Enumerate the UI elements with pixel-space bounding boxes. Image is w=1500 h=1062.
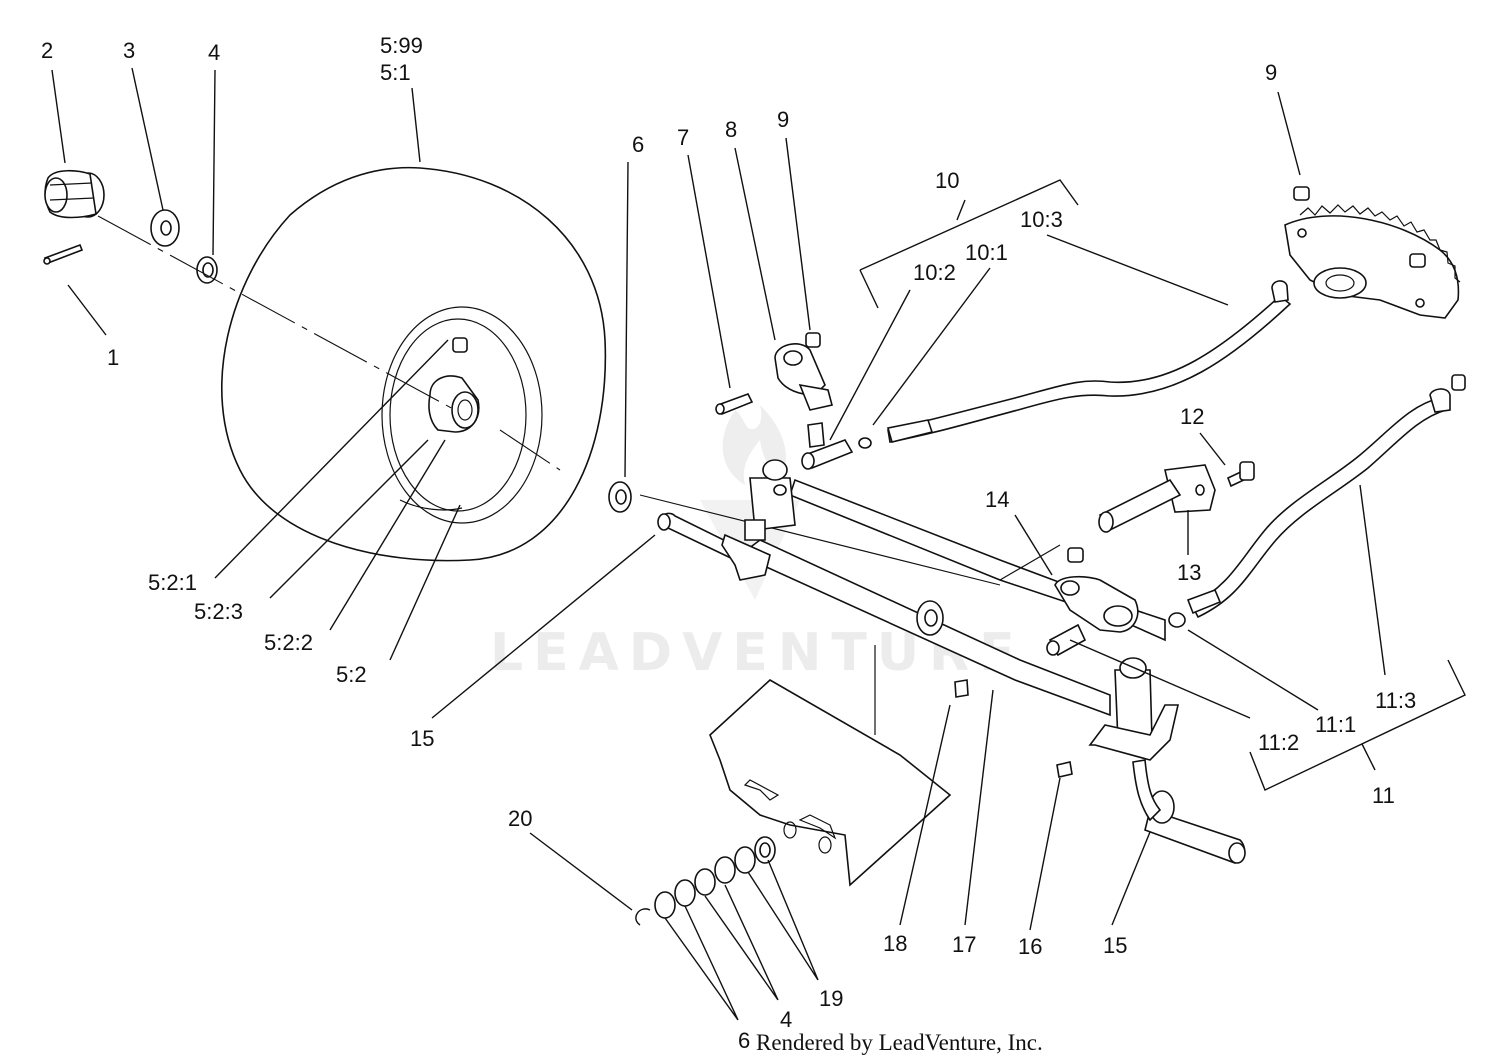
leader-lines: [51, 67, 1386, 1021]
callout-10-2: 10:2: [913, 260, 956, 285]
bolt-12: [1226, 461, 1255, 488]
washer-6: [608, 481, 632, 513]
callout-2: 2: [41, 38, 53, 63]
callout-12: 12: [1180, 404, 1204, 429]
rear-wheel-tire: [221, 166, 607, 562]
pivot-washer: [916, 600, 944, 636]
wheel-hub: [428, 337, 480, 433]
callout-5-2-2: 5:2:2: [264, 630, 313, 655]
callout-6-bottom: 6: [738, 1028, 750, 1053]
callout-9-right: 9: [1265, 60, 1277, 85]
callout-6: 6: [632, 132, 644, 157]
callout-5-99: 5:99: [380, 33, 423, 58]
callout-7: 7: [677, 125, 689, 150]
callout-10: 10: [935, 168, 959, 193]
axle-cap: [44, 169, 105, 219]
callout-15-right: 15: [1103, 933, 1127, 958]
pin-7: [715, 393, 754, 416]
callout-15-left: 15: [410, 726, 434, 751]
callout-10-3: 10:3: [1020, 207, 1063, 232]
spindle-left: [657, 459, 796, 581]
tie-rod-11: [1168, 374, 1466, 628]
credit-line: Rendered by LeadVenture, Inc.: [756, 1030, 1043, 1055]
callout-5-1: 5:1: [380, 60, 411, 85]
assembly-bracket-10: [859, 179, 1079, 309]
callout-3: 3: [123, 38, 135, 63]
axle-support-plate: [709, 679, 952, 887]
callout-17: 17: [952, 932, 976, 957]
callout-16: 16: [1018, 934, 1042, 959]
callout-5-2-3: 5:2:3: [194, 599, 243, 624]
grease-fitting-16: [1056, 761, 1073, 778]
callout-1: 1: [107, 345, 119, 370]
spindle-right: [1088, 657, 1246, 864]
callout-5-2-1: 5:2:1: [148, 570, 197, 595]
steering-sector-gear: [1284, 186, 1461, 319]
tie-rod-end-left: [801, 422, 872, 470]
callout-5-2: 5:2: [336, 662, 367, 687]
callout-14: 14: [985, 487, 1009, 512]
steering-arm-left: [774, 332, 833, 411]
callout-10-1: 10:1: [965, 240, 1008, 265]
steering-arm-right: [1046, 547, 1139, 657]
callout-11-3: 11:3: [1375, 688, 1416, 713]
callout-4: 4: [208, 40, 220, 65]
pivot-bracket: [1098, 464, 1216, 533]
washer-stack: [654, 836, 776, 919]
drag-link-10: [886, 280, 1292, 443]
cotter-pin: [43, 243, 84, 265]
assembly-bracket-11: [1249, 659, 1466, 791]
callout-19: 19: [819, 986, 843, 1011]
callout-20: 20: [508, 806, 532, 831]
washer-3: [150, 209, 180, 247]
callout-8: 8: [725, 117, 737, 142]
e-clip: [635, 908, 651, 926]
callout-11-2: 11:2: [1258, 730, 1299, 755]
callout-9-left: 9: [777, 107, 789, 132]
callout-18: 18: [883, 931, 907, 956]
callout-labels: 2 3 4 5:99 5:1 1 6 7 8 9 9 10 10:3 10:2 …: [41, 33, 1416, 1053]
callout-4-bottom: 4: [780, 1007, 792, 1032]
callout-13: 13: [1177, 560, 1201, 585]
callout-11-1: 11:1: [1315, 712, 1356, 737]
grease-fitting-18: [954, 679, 969, 698]
callout-11: 11: [1372, 783, 1395, 808]
washer-4: [196, 256, 218, 284]
